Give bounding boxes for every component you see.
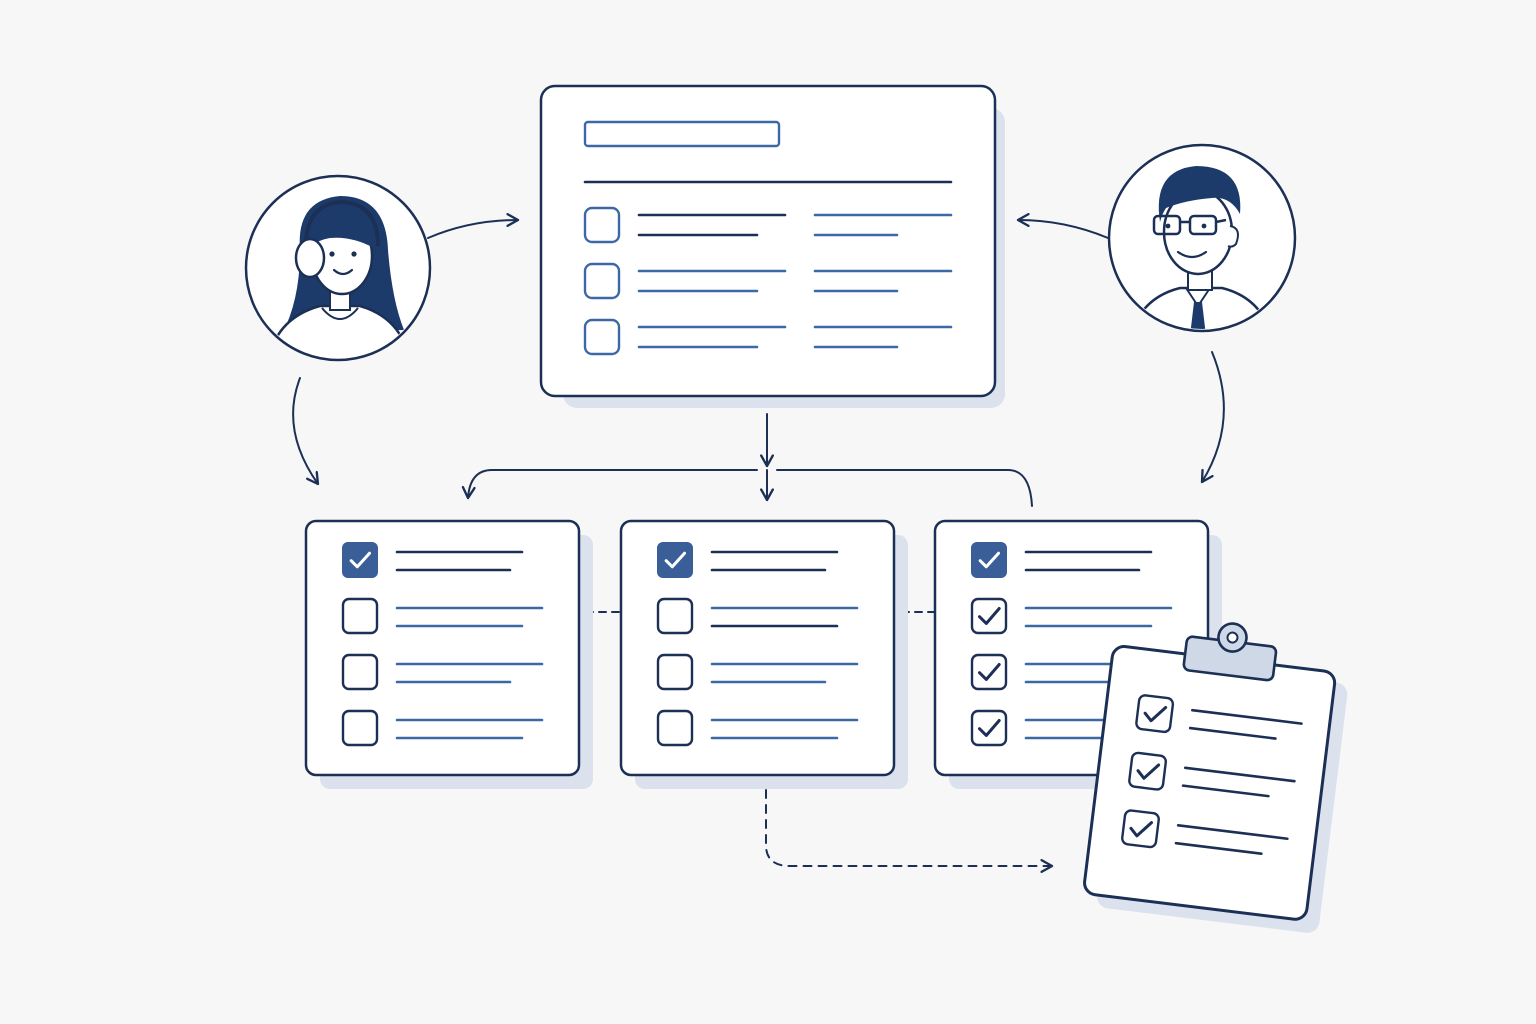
check-mark-icon [1143,705,1168,723]
text-line [1191,708,1303,725]
checkbox-checked-filled [971,542,1007,578]
clipboard-clip-hole [1226,631,1239,644]
checkbox-checked [1121,809,1160,849]
checkbox-empty [341,709,379,747]
branch-left [461,469,758,500]
check-mark-icon [1129,821,1154,838]
form-title-field [583,120,781,148]
arrow-reviewer-to-checklist [1200,351,1225,484]
checkbox-empty [656,597,694,635]
clipboard-body [1083,622,1348,933]
checkbox-empty [341,653,379,691]
text-line [1174,841,1263,855]
check-mark-icon [978,551,1001,569]
checkbox-checked [970,653,1008,691]
form-row-checkbox [583,206,621,244]
checkbox-checked-filled [657,542,693,578]
form-row-checkbox [583,318,621,356]
headset-woman-avatar-icon [244,174,432,362]
checkbox-empty [341,597,379,635]
check-mark-icon [1136,763,1161,780]
checkbox-checked [970,597,1008,635]
checkbox-checked [970,709,1008,747]
text-line [1188,726,1277,740]
text-line [1183,766,1296,783]
arrow-agent-to-checklist [292,377,320,486]
dashed-arrow-to-clipboard [765,789,1054,873]
form-document-icon [539,84,1005,408]
checkbox-empty [656,709,694,747]
checkbox-checked-filled [342,542,378,578]
checklist-2 [619,519,908,789]
form-card [539,84,997,398]
text-line [1176,824,1289,841]
form-row-checkbox [583,262,621,300]
text-line [1181,784,1270,798]
clipboard-board [1083,645,1337,921]
checklist-cards [304,519,1222,789]
clipboard-check-icon [1083,622,1348,933]
check-mark-icon [349,551,372,569]
check-mark-icon [664,551,687,569]
checkbox-checked [1128,751,1168,791]
check-mark-icon [977,719,1001,737]
arrow-agent-to-form [427,213,520,239]
check-mark-icon [977,607,1001,625]
checkbox-empty [656,653,694,691]
branch-right [776,469,1033,507]
checkbox-checked [1135,694,1175,734]
arrow-reviewer-to-form [1016,213,1109,239]
checklist-1 [304,519,593,789]
glasses-man-avatar-icon [1107,143,1297,333]
check-mark-icon [977,663,1001,681]
